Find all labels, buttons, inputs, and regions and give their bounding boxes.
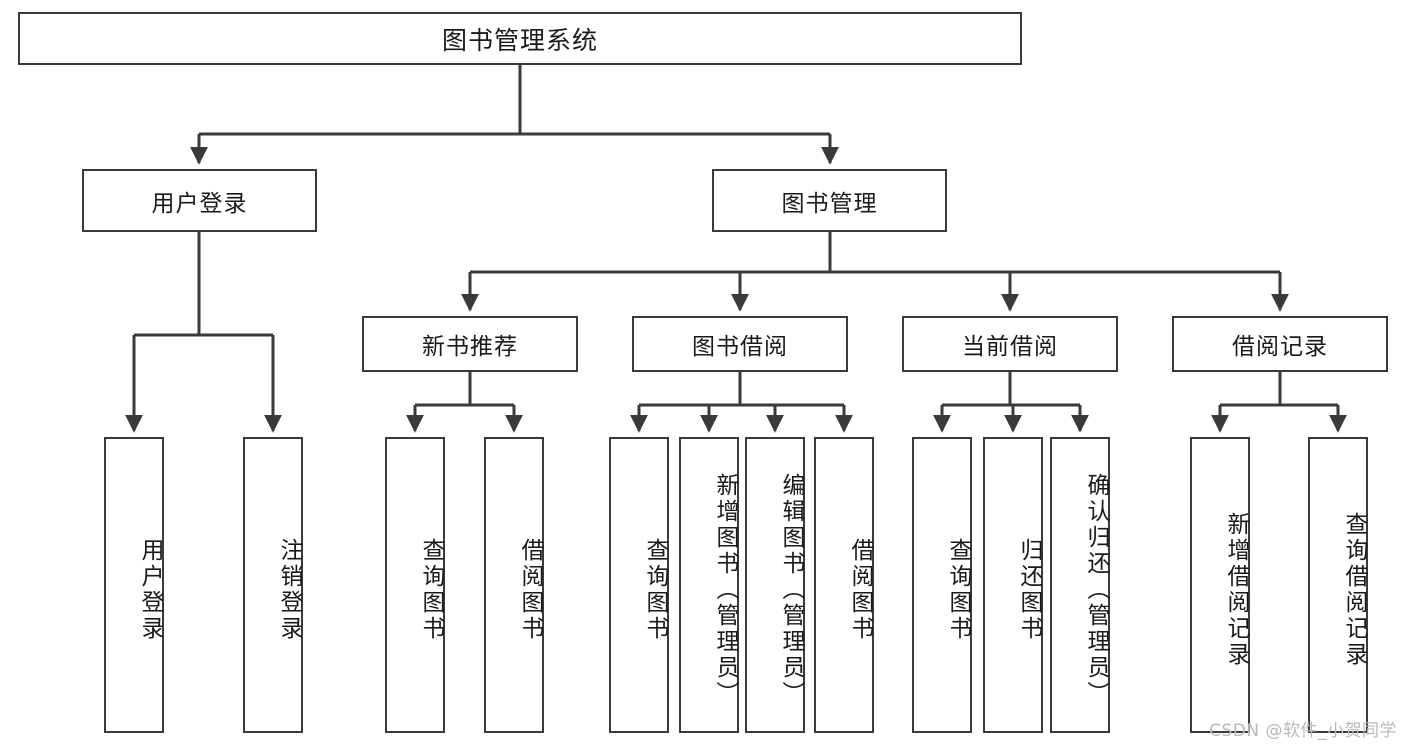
node-user-login-label: 用户登录: [151, 190, 248, 217]
node-book-management-label: 图书管理: [781, 190, 878, 217]
leaf-query-book-recommend[interactable]: 查询图书: [385, 437, 445, 733]
leaf-add-borrow-record[interactable]: 新增借阅记录: [1190, 437, 1250, 733]
leaf-logout-login[interactable]: 注销登录: [243, 437, 303, 733]
leaf-add-book-admin-label: 新增图书（管理员）: [712, 473, 738, 707]
leaf-query-borrow-record-label: 查询借阅记录: [1341, 512, 1367, 668]
leaf-borrow-book[interactable]: 借阅图书: [814, 437, 874, 733]
node-borrow-record-label: 借阅记录: [1232, 334, 1328, 360]
leaf-add-book-admin[interactable]: 新增图书（管理员）: [679, 437, 739, 733]
leaf-user-login[interactable]: 用户登录: [104, 437, 164, 733]
node-user-login[interactable]: 用户登录: [82, 169, 317, 232]
node-new-book-recommend-label: 新书推荐: [422, 334, 518, 360]
node-new-book-recommend[interactable]: 新书推荐: [362, 316, 578, 372]
node-root-label: 图书管理系统: [441, 25, 598, 55]
leaf-add-borrow-record-label: 新增借阅记录: [1223, 512, 1249, 668]
leaf-logout-login-label: 注销登录: [276, 538, 302, 642]
node-book-management[interactable]: 图书管理: [712, 169, 947, 232]
leaf-query-book-borrow-label: 查询图书: [642, 538, 668, 642]
node-borrow-record[interactable]: 借阅记录: [1172, 316, 1388, 372]
leaf-borrow-book-recommend-label: 借阅图书: [517, 538, 543, 642]
leaf-query-book-current-label: 查询图书: [945, 538, 971, 642]
node-book-borrow-label: 图书借阅: [692, 334, 788, 360]
leaf-query-book-recommend-label: 查询图书: [418, 538, 444, 642]
leaf-borrow-book-recommend[interactable]: 借阅图书: [484, 437, 544, 733]
leaf-edit-book-admin[interactable]: 编辑图书（管理员）: [745, 437, 805, 733]
leaf-query-book-current[interactable]: 查询图书: [912, 437, 972, 733]
leaf-confirm-return-admin-label: 确认归还（管理员）: [1083, 473, 1109, 707]
node-root[interactable]: 图书管理系统: [18, 12, 1022, 65]
leaf-query-borrow-record[interactable]: 查询借阅记录: [1308, 437, 1368, 733]
leaf-user-login-label: 用户登录: [137, 538, 163, 642]
leaf-edit-book-admin-label: 编辑图书（管理员）: [778, 473, 804, 707]
leaf-return-book[interactable]: 归还图书: [983, 437, 1043, 733]
leaf-confirm-return-admin[interactable]: 确认归还（管理员）: [1050, 437, 1110, 733]
node-current-borrow[interactable]: 当前借阅: [902, 316, 1118, 372]
node-book-borrow[interactable]: 图书借阅: [632, 316, 848, 372]
watermark: CSDN @软件_小贺同学: [1209, 721, 1397, 741]
leaf-borrow-book-label: 借阅图书: [847, 538, 873, 642]
leaf-return-book-label: 归还图书: [1016, 538, 1042, 642]
leaf-query-book-borrow[interactable]: 查询图书: [609, 437, 669, 733]
node-current-borrow-label: 当前借阅: [962, 334, 1058, 360]
